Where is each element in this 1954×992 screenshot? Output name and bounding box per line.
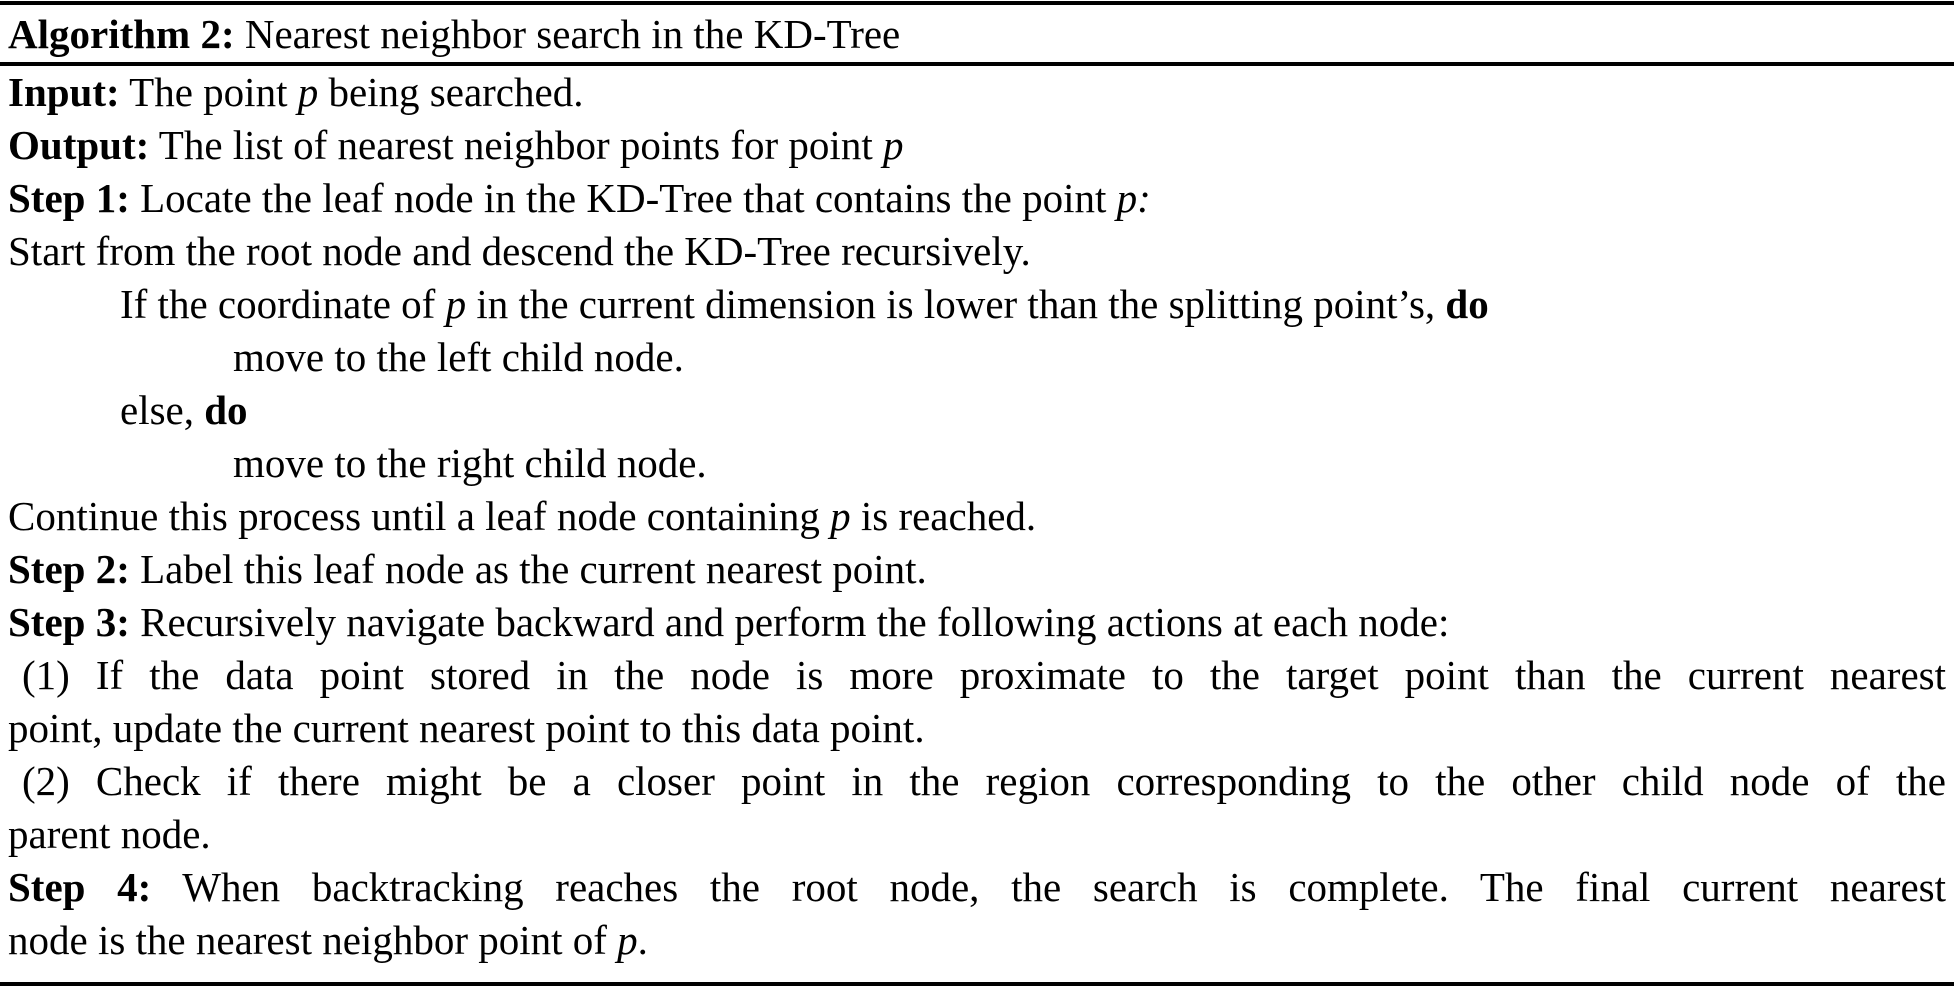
line-input: Input: The point p being searched. [8,66,1946,119]
text-segment: (2) Check if there might be a closer poi… [22,758,1946,804]
line-if-coordinate: If the coordinate of p in the current di… [8,278,1946,331]
text-segment: point, update the current nearest point … [8,705,925,751]
algorithm-title: Algorithm 2: Nearest neighbor search in … [8,6,1946,62]
text-segment: Output: [8,122,150,168]
line-step3: Step 3: Recursively navigate backward an… [8,596,1946,649]
algorithm-body: Input: The point p being searched. Outpu… [8,66,1946,967]
line-start-root: Start from the root node and descend the… [8,225,1946,278]
text-segment: The list of nearest neighbor points for … [149,122,883,168]
text-segment: being searched. [318,69,584,115]
top-rule [0,1,1954,5]
text-segment: The point [119,69,298,115]
line-step4-a: Step 4: When backtracking reaches the ro… [8,861,1946,914]
line-item2-b: parent node. [8,808,1946,861]
text-segment: p [882,122,904,168]
text-segment: move to the right child node. [233,440,707,486]
line-move-right: move to the right child node. [8,437,1946,490]
text-segment: move to the left child node. [233,334,684,380]
text-segment: p [297,69,319,115]
text-segment: Continue this process until a leaf node … [8,493,831,539]
text-segment: Step 3: [8,599,130,645]
line-step2: Step 2: Label this leaf node as the curr… [8,543,1946,596]
text-segment: p [830,493,851,539]
text-segment: Input: [8,69,120,115]
text-segment: Start from the root node and descend the… [8,228,1031,274]
line-item2-a: (2) Check if there might be a closer poi… [8,755,1946,808]
text-segment: parent node. [8,811,211,857]
line-continue: Continue this process until a leaf node … [8,490,1946,543]
bottom-rule [0,982,1954,986]
text-segment: (1) If the data point stored in the node… [22,652,1946,698]
line-move-left: move to the left child node. [8,331,1946,384]
text-segment: When backtracking reaches the root node,… [151,864,1946,910]
header-rule [0,62,1954,66]
text-segment: Recursively navigate backward and perfor… [129,599,1450,645]
text-segment: else, [120,387,205,433]
text-segment: p: [1116,175,1151,221]
line-output: Output: The list of nearest neighbor poi… [8,119,1946,172]
line-else-do: else, do [8,384,1946,437]
text-segment: node is the nearest neighbor point of [8,917,618,963]
text-segment: Step 1: [8,175,130,221]
text-segment: . [637,917,648,963]
text-segment: Label this leaf node as the current near… [129,546,927,592]
text-segment: If the coordinate of [120,281,446,327]
text-segment: do [1445,281,1489,327]
text-segment: Nearest neighbor search in the KD-Tree [234,11,901,57]
text-segment: p [445,281,467,327]
text-segment: Step 4: [8,864,152,910]
line-step4-b: node is the nearest neighbor point of p. [8,914,1946,967]
line-item1-b: point, update the current nearest point … [8,702,1946,755]
text-segment: in the current dimension is lower than t… [466,281,1446,327]
text-segment: p [617,917,638,963]
text-segment: do [204,387,248,433]
text-segment: Locate the leaf node in the KD-Tree that… [129,175,1117,221]
text-segment: Algorithm 2: [8,11,235,57]
line-item1-a: (1) If the data point stored in the node… [8,649,1946,702]
text-segment: Step 2: [8,546,130,592]
line-step1: Step 1: Locate the leaf node in the KD-T… [8,172,1946,225]
text-segment: is reached. [850,493,1037,539]
